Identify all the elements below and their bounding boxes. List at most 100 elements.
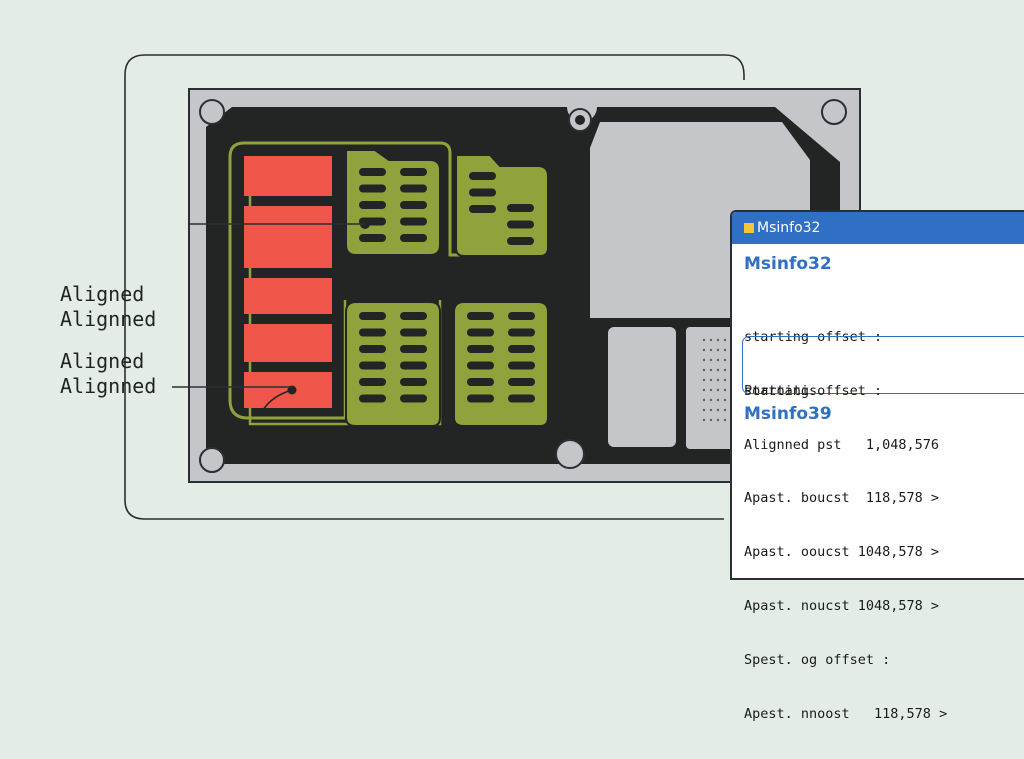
- vent-dot: [723, 398, 727, 402]
- nand-chip-3: [345, 301, 441, 427]
- vent-dot: [723, 368, 727, 372]
- partition-line: Spest. og offset :: [744, 652, 891, 668]
- vent-dot: [709, 378, 713, 382]
- vent-dot: [716, 418, 720, 422]
- chip-slot: [508, 312, 535, 320]
- screw-hole-bottom-mid: [555, 439, 585, 469]
- screw-hole-top-right: [821, 99, 847, 125]
- memory-cell-2: [244, 206, 332, 268]
- chip-slot: [400, 394, 427, 403]
- vent-dot: [709, 388, 713, 392]
- section-title-msinfo32: Msinfo32: [744, 254, 832, 274]
- chip-slot: [467, 394, 494, 403]
- vent-dot: [723, 358, 727, 362]
- chip-slot: [400, 217, 427, 226]
- highlighted-offset-box: [742, 336, 1024, 394]
- vent-dot: [716, 408, 720, 412]
- chip-slot: [400, 184, 427, 193]
- chip-slot: [469, 205, 496, 213]
- side-panel-right: [686, 327, 736, 449]
- chip-slot: [400, 234, 427, 242]
- vent-dot: [723, 338, 727, 342]
- chip-slot: [400, 201, 427, 209]
- window-titlebar[interactable]: Msinfo32: [732, 212, 1024, 244]
- callout-line: Aligned: [60, 282, 145, 306]
- msinfo-window[interactable]: Msinfo32 Msinfo32 starting offset : Port…: [730, 210, 1024, 722]
- partition-line[interactable]: Apast. boucst 118,578 >: [744, 490, 940, 506]
- vent-dot: [702, 348, 706, 352]
- nand-chip-4: [453, 301, 549, 427]
- vent-dot: [709, 368, 713, 372]
- info-line: Portoatis: [744, 383, 818, 399]
- vent-dot: [716, 398, 720, 402]
- callout-line: Alignned: [60, 307, 157, 331]
- vent-dot: [702, 408, 706, 412]
- vent-dot: [723, 348, 727, 352]
- chip-slot: [359, 345, 386, 353]
- screw-hole-bottom-left: [199, 447, 225, 473]
- vent-dot: [716, 358, 720, 362]
- callout-aligned-top: Aligned Alignned: [60, 282, 156, 332]
- chip-slot: [359, 312, 386, 320]
- vent-dot: [702, 418, 706, 422]
- vent-dot: [716, 368, 720, 372]
- vent-dot: [716, 338, 720, 342]
- partition-line[interactable]: Apast. ooucst 1048,578 >: [744, 544, 940, 560]
- chip-slot: [508, 361, 535, 370]
- info-line: starting offset :: [744, 383, 883, 399]
- trace-left: [228, 141, 345, 420]
- app-icon: [744, 223, 754, 233]
- partition-line[interactable]: Apest. nnoost 118,578 >: [744, 706, 948, 722]
- chip-slot: [359, 394, 386, 403]
- chip-slot: [359, 168, 386, 176]
- screw-hole-top-left: [199, 99, 225, 125]
- vent-dot: [716, 388, 720, 392]
- chip-slot: [400, 168, 427, 176]
- chip-slot: [508, 378, 535, 386]
- chip-slot: [359, 201, 386, 209]
- chip-slot: [467, 361, 494, 370]
- chip-slot: [467, 312, 494, 320]
- chip-slot: [508, 328, 535, 337]
- vent-dot: [709, 408, 713, 412]
- vent-dot: [716, 348, 720, 352]
- chip-slot: [359, 361, 386, 370]
- memory-cell-3: [244, 278, 332, 314]
- chip-slot: [467, 328, 494, 337]
- vent-dot: [716, 378, 720, 382]
- screw-hole-top-mid-inner: [575, 115, 585, 125]
- chip-slot: [469, 172, 496, 180]
- vent-dot: [702, 388, 706, 392]
- chip-slot: [507, 220, 534, 229]
- info-line: starting offset :: [744, 329, 883, 345]
- vent-dot-grid: [702, 338, 727, 422]
- vent-dot: [723, 378, 727, 382]
- vent-dot: [702, 338, 706, 342]
- chip-slot: [400, 361, 427, 370]
- vent-dot: [723, 408, 727, 412]
- chip-slot: [359, 378, 386, 386]
- chip-slot: [469, 188, 496, 197]
- nand-chip-2: [455, 154, 549, 257]
- vent-dot: [723, 418, 727, 422]
- outer-frame-top: [124, 54, 745, 80]
- info-line: Alignned pst 1,048,576: [744, 437, 940, 453]
- chip-slot: [507, 237, 534, 245]
- chip-slot: [400, 378, 427, 386]
- vent-dot: [709, 358, 713, 362]
- highlighted-offset-text: starting offset : Alignned pst 1,048,576: [744, 346, 939, 490]
- partition-list: Apast. boucst 118,578 > Apast. ooucst 10…: [744, 453, 947, 759]
- vent-dot: [709, 348, 713, 352]
- vent-dot: [709, 398, 713, 402]
- trace-top: [244, 141, 540, 257]
- partition-line[interactable]: Apast. noucst 1048,578 >: [744, 598, 940, 614]
- chip-slot: [400, 328, 427, 337]
- chip-slot: [359, 234, 386, 242]
- vent-dot: [702, 368, 706, 372]
- vent-dot: [702, 358, 706, 362]
- chip-slot: [507, 204, 534, 212]
- side-panel-left: [608, 327, 676, 447]
- vent-dot: [702, 398, 706, 402]
- chip-slot: [400, 345, 427, 353]
- section-title-msinfo39: Msinfo39: [744, 404, 832, 424]
